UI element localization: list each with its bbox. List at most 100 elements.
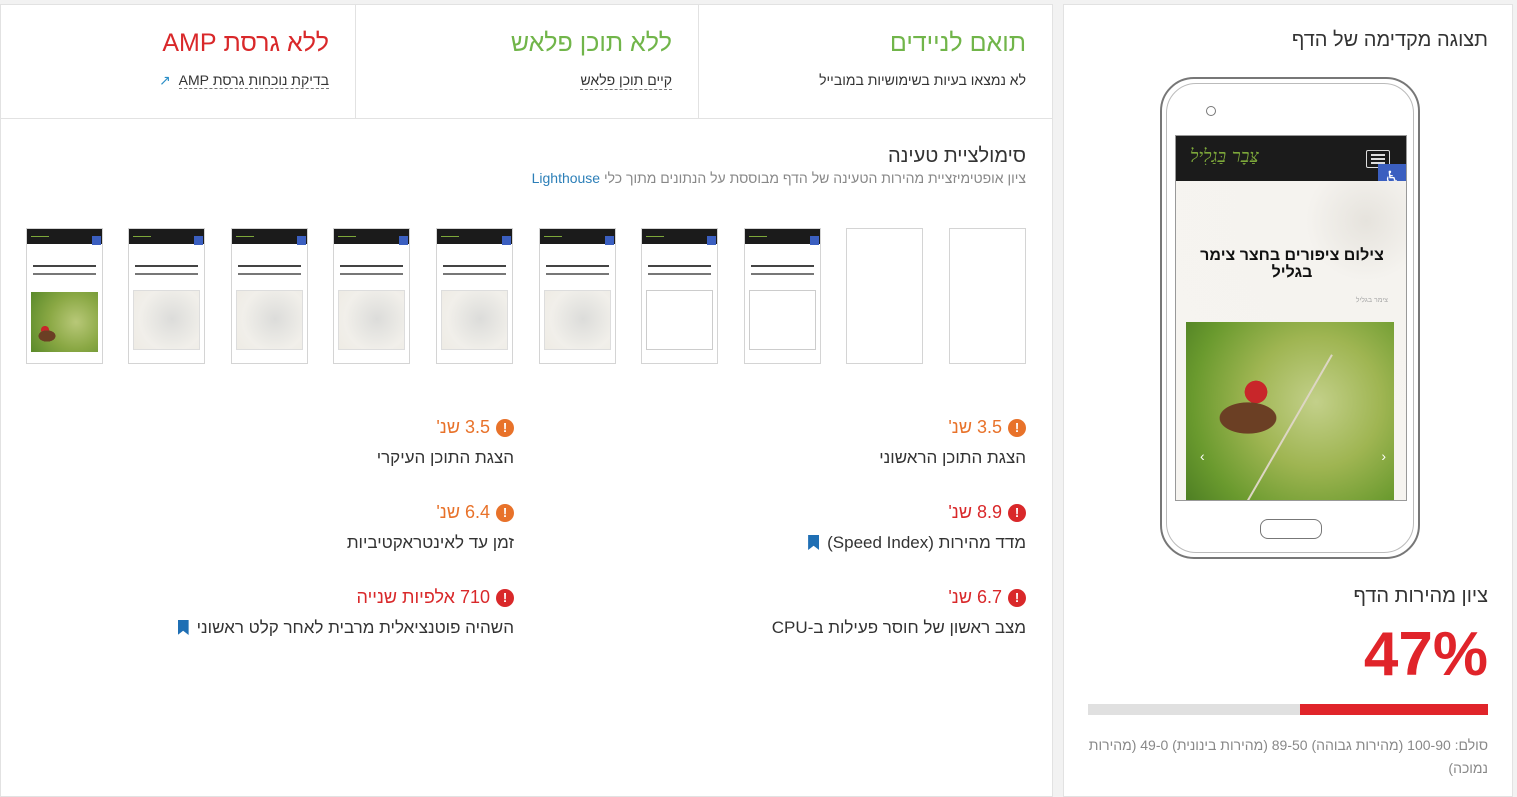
speed-score-bar-fill	[1300, 704, 1488, 715]
metric-first-cpu-idle: ! 6.7 שנ' מצב ראשון של חוסר פעילות ב-CPU	[646, 587, 1026, 638]
frame-logo	[30, 232, 49, 237]
metric-value: 3.5 שנ'	[436, 417, 490, 437]
phone-screen: צַּבָר בַּגַלִיל ♿ צילום ציפורים בחצר צי…	[1175, 135, 1407, 501]
frame-image	[338, 290, 406, 350]
frame-logo	[133, 232, 152, 237]
frame-header	[539, 229, 615, 245]
metric-value: 6.4 שנ'	[436, 502, 490, 522]
metric-value: 710 אלפיות שנייה	[356, 587, 490, 607]
frame-logo	[338, 232, 357, 237]
frame-image	[133, 290, 201, 350]
metric-value: 8.9 שנ'	[948, 502, 1002, 522]
metric-first-contentful-paint: !3.5 שנ' הצגת התוכן הראשוני	[646, 417, 1026, 468]
frame-heading	[648, 265, 712, 275]
amp-sub[interactable]: בדיקת נוכחות גרסת AMP ↗	[159, 72, 329, 89]
error-icon: !	[1008, 504, 1026, 522]
filmstrip-frame-10	[25, 228, 103, 364]
metric-max-input-delay: !710 אלפיות שנייה השהיה פוטנציאלית מרבית…	[94, 587, 514, 638]
amp-title: ללא גרסת AMP	[162, 29, 329, 57]
load-simulation-description: ציון אופטימיזציית מהירות הטעינה של הדף מ…	[600, 170, 1026, 186]
mobile-friendly-sub: לא נמצאו בעיות בשימושיות במובייל	[819, 72, 1026, 88]
flash-check: ללא תוכן פלאש קיים תוכן פלאש	[355, 5, 698, 119]
frame-heading	[340, 265, 404, 275]
preview-title: תצוגה מקדימה של הדף	[1291, 29, 1488, 51]
photo-branch	[1246, 354, 1333, 500]
frame-image	[646, 290, 714, 350]
bird-photo: ‹ ›	[1186, 322, 1394, 500]
frame-heading	[443, 265, 506, 275]
site-heading: צילום ציפורים בחצר צימר בגליל	[1200, 247, 1384, 281]
external-link-icon[interactable]: ↗	[159, 72, 171, 88]
warning-icon: !	[496, 419, 514, 437]
filmstrip-frame-9	[128, 228, 206, 364]
metric-largest-contentful-paint: ! 3.5 שנ' הצגת התוכן העיקרי	[94, 417, 514, 468]
metric-label: מדד מהירות (Speed Index)	[827, 533, 1026, 552]
frame-header	[26, 229, 102, 245]
lighthouse-link[interactable]: Lighthouse	[531, 170, 601, 186]
site-logo: צַּבָר בַּגַלִיל	[1190, 146, 1259, 167]
bookmark-icon[interactable]	[177, 620, 189, 635]
warning-icon: !	[1008, 419, 1026, 437]
frame-image	[441, 290, 508, 350]
speed-score-bar	[1088, 704, 1488, 715]
metric-label: הצגת התוכן העיקרי	[376, 448, 514, 467]
phone-mockup: צַּבָר בַּגַלִיל ♿ צילום ציפורים בחצר צי…	[1160, 77, 1420, 559]
filmstrip-frame-7	[333, 228, 411, 364]
mobile-friendly-title: תואם לניידים	[889, 29, 1026, 57]
frame-heading	[135, 265, 199, 275]
frame-logo	[748, 232, 767, 237]
bookmark-icon[interactable]	[808, 535, 820, 550]
score-scale-legend: סולם: 100-90 (מהירות גבוהה) 89-50 (מהירו…	[1088, 737, 1488, 776]
phone-outline	[1166, 83, 1414, 553]
frame-logo	[646, 232, 665, 237]
filmstrip-frame-4	[641, 228, 719, 364]
frame-logo	[543, 232, 562, 237]
filmstrip-frame-1	[949, 228, 1026, 364]
metric-value: 6.7 שנ'	[948, 587, 1002, 607]
load-simulation-title: סימולציית טעינה	[887, 145, 1026, 167]
chevron-left-icon: ‹	[1200, 448, 1205, 464]
page-preview-panel: תצוגה מקדימה של הדף צַּבָר בַּגַלִיל ♿ צ…	[1063, 4, 1513, 797]
flash-sub-link[interactable]: קיים תוכן פלאש	[580, 72, 672, 90]
error-icon: !	[1008, 589, 1026, 607]
filmstrip-frame-2	[846, 228, 924, 364]
frame-image	[748, 290, 816, 350]
frame-header	[437, 229, 512, 245]
filmstrip-frame-5	[538, 228, 616, 364]
frame-image	[30, 292, 98, 352]
speed-score-value: 47%	[1363, 620, 1488, 689]
metric-speed-index: ! 8.9 שנ' מדד מהירות (Speed Index)	[646, 502, 1026, 553]
warning-icon: !	[496, 504, 514, 522]
metric-label: זמן עד לאינטראקטיביות	[346, 533, 514, 552]
metric-label: השהיה פוטנציאלית מרבית לאחר קלט ראשוני	[196, 618, 514, 637]
site-body: צילום ציפורים בחצר צימר בגליל צימר בגליל…	[1176, 181, 1406, 500]
home-button-icon	[1260, 519, 1322, 539]
frame-image	[235, 290, 303, 350]
mobile-friendly-check: תואם לניידים לא נמצאו בעיות בשימושיות במ…	[698, 5, 1052, 119]
frame-heading	[32, 265, 96, 275]
frame-logo	[441, 232, 459, 237]
results-panel: תואם לניידים לא נמצאו בעיות בשימושיות במ…	[0, 4, 1053, 797]
frame-heading	[545, 265, 609, 275]
filmstrip	[25, 228, 1026, 364]
chevron-right-icon: ›	[1381, 448, 1386, 464]
site-meta: צימר בגליל	[1355, 297, 1388, 304]
frame-logo	[235, 232, 254, 237]
frame-header	[642, 229, 718, 245]
amp-check: ללא גרסת AMP בדיקת נוכחות גרסת AMP ↗	[1, 5, 355, 119]
speed-score-label: ציון מהירות הדף	[1353, 585, 1488, 607]
metric-label: הצגת התוכן הראשוני	[879, 448, 1026, 467]
frame-image	[543, 290, 611, 350]
site-header: צַּבָר בַּגַלִיל	[1176, 136, 1406, 181]
frame-header	[129, 229, 205, 245]
frame-header	[334, 229, 410, 245]
flash-title: ללא תוכן פלאש	[510, 29, 672, 57]
filmstrip-frame-3	[743, 228, 821, 364]
frame-header	[231, 229, 307, 245]
frame-heading	[237, 265, 301, 275]
frame-header	[744, 229, 820, 245]
frame-heading	[750, 265, 814, 275]
filmstrip-frame-8	[230, 228, 308, 364]
amp-check-link[interactable]: בדיקת נוכחות גרסת AMP	[178, 72, 329, 89]
metric-label: מצב ראשון של חוסר פעילות ב-CPU	[771, 618, 1026, 637]
